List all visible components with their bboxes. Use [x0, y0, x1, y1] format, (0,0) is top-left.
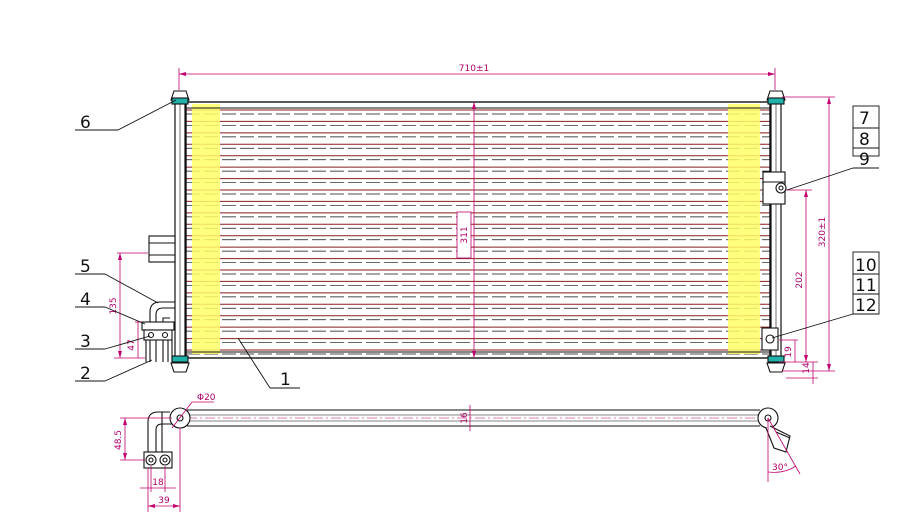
callout-1: 1 [280, 370, 291, 390]
dim-overall-height-label: 320±1 [818, 217, 828, 247]
dim-overall-width: 710±1 [178, 64, 776, 90]
dim-16-label: 16 [460, 412, 470, 424]
callout-9: 9 [859, 150, 870, 170]
core-tubes [186, 109, 770, 355]
core-frame [185, 101, 771, 359]
callouts [75, 99, 880, 389]
dim-phi20: Φ20 [171, 393, 216, 429]
dim-overall-width-label: 710±1 [459, 64, 489, 74]
dim-core-height: 311 [456, 102, 476, 358]
dim-left-135: 135 [109, 252, 148, 359]
callout-12: 12 [855, 296, 877, 316]
dim-left-47-label: 47 [127, 339, 137, 350]
dim-39-label: 39 [158, 496, 170, 506]
dim-core-height-label: 311 [460, 226, 470, 243]
fin-zone [728, 104, 760, 354]
dim-48-5-label: 48.5 [114, 430, 124, 450]
dim-right-14-label: 14 [802, 362, 812, 374]
callout-10: 10 [855, 256, 877, 276]
dim-right-19: 19 [779, 339, 818, 363]
dim-48-5: 48.5 [114, 417, 172, 461]
bottom-view: Φ20 16 48.5 18 39 [114, 393, 801, 512]
bottom-right-fitting [761, 327, 779, 351]
bottom-left-pipes [143, 411, 173, 469]
dim-right-202: 202 [786, 189, 812, 362]
core-fins [192, 104, 760, 354]
callout-labels: 6 5 4 3 2 1 7 8 9 10 11 12 [80, 109, 877, 390]
dim-18: 18 [140, 466, 176, 492]
callout-4: 4 [80, 290, 91, 310]
front-view: 710±1 311 320±1 202 1 [75, 64, 880, 390]
header-caps [170, 90, 786, 373]
dim-overall-height: 320±1 [782, 96, 835, 372]
dim-39: 39 [147, 428, 181, 512]
callout-7: 7 [859, 109, 870, 129]
callout-5: 5 [80, 257, 91, 277]
inlet-pipes [141, 301, 175, 362]
callout-6: 6 [80, 113, 91, 133]
dim-18-label: 18 [152, 478, 164, 488]
bottom-right-header [757, 407, 791, 453]
dim-right-14: 14 [786, 362, 818, 384]
dim-right-202-label: 202 [795, 271, 805, 288]
dim-16: 16 [460, 405, 471, 431]
callout-3: 3 [80, 332, 91, 352]
callout-2: 2 [80, 364, 91, 384]
dim-left-47: 47 [127, 321, 142, 358]
dim-left-135-label: 135 [109, 297, 119, 314]
dim-30deg: 30° [767, 417, 801, 482]
dim-30deg-label: 30° [772, 463, 788, 473]
left-bracket [148, 235, 176, 263]
callout-8: 8 [859, 130, 870, 150]
dim-phi20-label: Φ20 [197, 393, 216, 403]
right-bracket [762, 171, 787, 205]
dim-right-19-label: 19 [784, 346, 794, 358]
fin-zone [192, 104, 220, 354]
callout-11: 11 [855, 276, 877, 296]
